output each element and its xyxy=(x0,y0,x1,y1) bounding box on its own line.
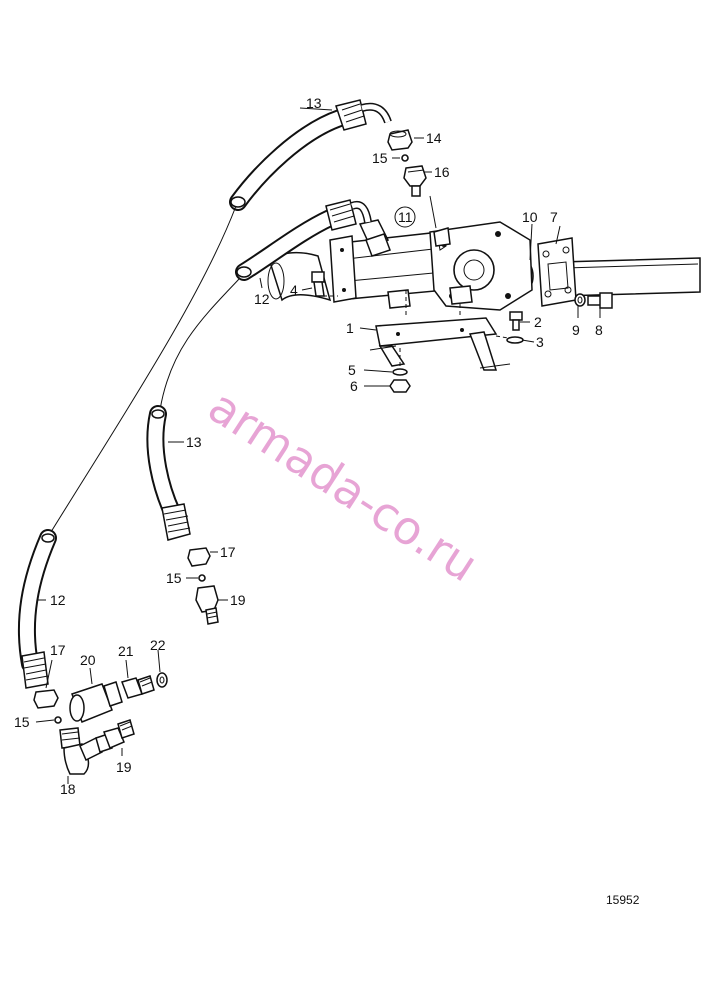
callout-19-middle: 19 xyxy=(230,592,246,608)
o-ring-part-15-lower xyxy=(54,716,62,724)
nut-part-6 xyxy=(389,379,411,393)
reference-number: 15952 xyxy=(606,893,640,907)
callout-12-lower: 12 xyxy=(50,592,66,608)
watermark: armada-co.ru xyxy=(199,379,487,592)
hose-part-13-lower xyxy=(146,405,191,541)
sender-part-20 xyxy=(69,681,123,723)
adapter-part-21 xyxy=(121,675,155,699)
callout-11: 11 xyxy=(398,209,413,225)
callout-15-top: 15 xyxy=(372,150,388,166)
callout-19-lower: 19 xyxy=(116,759,132,775)
callout-20: 20 xyxy=(80,652,96,668)
callout-13-lower: 13 xyxy=(186,434,202,450)
callout-15-lower: 15 xyxy=(14,714,30,730)
callout-18: 18 xyxy=(60,781,76,797)
callout-7: 7 xyxy=(550,209,558,225)
washer-part-5 xyxy=(392,368,408,376)
callout-9: 9 xyxy=(572,322,580,338)
callout-17-middle: 17 xyxy=(220,544,236,560)
exhaust-pipe xyxy=(559,257,701,297)
nut-part-17-lower xyxy=(33,689,59,709)
callout-leaders xyxy=(35,107,601,784)
hose-part-13-upper xyxy=(229,99,392,211)
callout-5: 5 xyxy=(348,362,356,378)
callout-3: 3 xyxy=(536,334,544,350)
nut-part-17-middle xyxy=(187,547,211,567)
bolt-part-2 xyxy=(509,311,523,331)
alignment-lines xyxy=(323,195,509,368)
callout-labels: 13 14 15 16 11 10 7 12 4 1 2 3 9 8 5 6 1… xyxy=(14,95,603,797)
flange-part-7 xyxy=(537,237,577,307)
bracket-part-1 xyxy=(369,317,511,371)
callout-12-upper: 12 xyxy=(254,291,270,307)
callout-22: 22 xyxy=(150,637,166,653)
hose-part-12-lower xyxy=(17,529,57,689)
callout-2: 2 xyxy=(534,314,542,330)
screw-part-4 xyxy=(311,271,325,297)
elbow-part-18 xyxy=(59,727,113,775)
callout-10: 10 xyxy=(522,209,538,225)
bolt-part-8 xyxy=(587,292,613,309)
nipple-part-16 xyxy=(403,165,427,197)
callout-21: 21 xyxy=(118,643,134,659)
washer-part-3 xyxy=(506,336,524,344)
hose-part-12-upper xyxy=(235,199,372,281)
callout-16: 16 xyxy=(434,164,450,180)
nut-part-14 xyxy=(387,129,413,151)
callout-11-circle xyxy=(394,206,416,228)
callout-6: 6 xyxy=(350,378,358,394)
o-ring-part-15-top xyxy=(401,154,409,162)
hose-leader-lines xyxy=(45,205,241,541)
nipple-part-19-middle xyxy=(195,585,219,625)
callout-13-upper: 13 xyxy=(306,95,322,111)
washer-part-22 xyxy=(156,672,168,688)
nipple-part-19-lower xyxy=(103,719,135,749)
callout-8: 8 xyxy=(595,322,603,338)
washer-part-9 xyxy=(574,293,586,307)
o-ring-part-15-middle xyxy=(198,574,206,582)
callout-15-middle: 15 xyxy=(166,570,182,586)
callout-14: 14 xyxy=(426,130,442,146)
callout-1: 1 xyxy=(346,320,354,336)
callout-4: 4 xyxy=(290,282,298,298)
callout-17-lower: 17 xyxy=(50,642,66,658)
